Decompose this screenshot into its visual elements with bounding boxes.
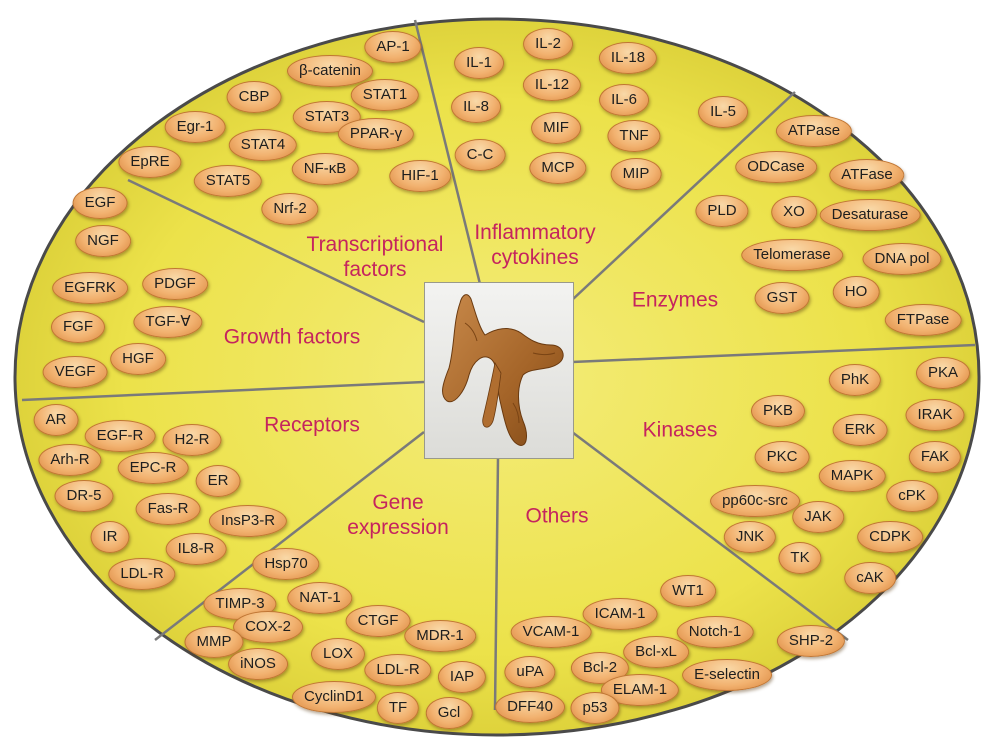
target-pill-mcp: MCP: [529, 152, 586, 184]
target-pill-arh-r: Arh-R: [38, 444, 101, 476]
target-pill-dna-pol: DNA pol: [862, 243, 941, 275]
target-pill-irak: IRAK: [905, 399, 964, 431]
target-pill-nrf-2: Nrf-2: [261, 193, 318, 225]
target-pill-shp-2: SHP-2: [777, 625, 845, 657]
target-pill-atpase: ATPase: [776, 115, 852, 147]
target-pill-nat-1: NAT-1: [287, 582, 352, 614]
target-pill-ctgf: CTGF: [346, 605, 411, 637]
target-pill-telomerase: Telomerase: [741, 239, 843, 271]
target-pill-desaturase: Desaturase: [820, 199, 921, 231]
target-pill-il-2: IL-2: [523, 28, 573, 60]
target-pill-jak: JAK: [792, 501, 844, 533]
target-pill-cox-2: COX-2: [233, 611, 303, 643]
target-pill-jnk: JNK: [724, 521, 776, 553]
target-pill-mdr-1: MDR-1: [404, 620, 476, 652]
target-pill-stat5: STAT5: [194, 165, 262, 197]
target-pill-tk: TK: [778, 542, 821, 574]
target-pill-ldl-r: LDL-R: [108, 558, 175, 590]
target-pill-fak: FAK: [909, 441, 961, 473]
target-pill-vegf: VEGF: [43, 356, 108, 388]
target-pill-p53: p53: [570, 692, 619, 724]
target-pill-cdpk: CDPK: [857, 521, 923, 553]
target-pill-iap: IAP: [438, 661, 486, 693]
target-pill-pdgf: PDGF: [142, 268, 208, 300]
target-pill-il-18: IL-18: [599, 42, 657, 74]
target-pill-h2-r: H2-R: [162, 424, 221, 456]
target-pill-ngf: NGF: [75, 225, 131, 257]
target-pill-cak: cAK: [844, 562, 896, 594]
target-pill-vcam-1: VCAM-1: [511, 616, 592, 648]
sector-label-enzymes: Enzymes: [580, 288, 770, 313]
target-pill-gcl: Gcl: [426, 697, 473, 729]
target-pill-icam-1: ICAM-1: [583, 598, 658, 630]
target-pill-upa: uPA: [504, 656, 555, 688]
target-pill-e-selectin: E-selectin: [682, 659, 772, 691]
target-pill-il8-r: IL8-R: [166, 533, 227, 565]
target-pill-il-6: IL-6: [599, 84, 649, 116]
target-pill-hsp70: Hsp70: [252, 548, 319, 580]
target-pill-ap-1: AP-1: [364, 31, 421, 63]
target-pill-beta-catenin: β-catenin: [287, 55, 373, 87]
target-pill-ppar-gamma: PPAR-γ: [338, 118, 414, 150]
target-pill-erk: ERK: [833, 414, 888, 446]
target-pill-cbp: CBP: [227, 81, 282, 113]
target-pill-egf-r: EGF-R: [85, 420, 156, 452]
target-pill-ir: IR: [91, 521, 130, 553]
target-pill-tf: TF: [377, 692, 419, 724]
target-pill-pkc: PKC: [755, 441, 810, 473]
target-pill-cyclind1: CyclinD1: [292, 681, 376, 713]
target-pill-xo: XO: [771, 196, 817, 228]
target-pill-egf: EGF: [73, 187, 128, 219]
sector-label-kinases: Kinases: [585, 418, 775, 443]
target-pill-fgf: FGF: [51, 311, 105, 343]
target-pill-mif: MIF: [531, 112, 581, 144]
target-pill-pka: PKA: [916, 357, 970, 389]
target-pill-il-12: IL-12: [523, 69, 581, 101]
target-pill-notch-1: Notch-1: [677, 616, 754, 648]
target-pill-atfase: ATFase: [829, 159, 904, 191]
target-pill-tgf-a: TGF-∀: [133, 306, 202, 338]
center-image-box: [424, 282, 574, 459]
target-pill-dff40: DFF40: [495, 691, 565, 723]
target-pill-pp60c-src: pp60c-src: [710, 485, 800, 517]
target-pill-dr-5: DR-5: [54, 480, 113, 512]
target-pill-ho: HO: [833, 276, 880, 308]
sector-label-receptors: Receptors: [217, 413, 407, 438]
target-pill-epc-r: EPC-R: [118, 452, 189, 484]
target-pill-c-c: C-C: [455, 139, 506, 171]
target-pill-ar: AR: [34, 404, 79, 436]
target-pill-cpk: cPK: [886, 480, 938, 512]
target-pill-odcase: ODCase: [735, 151, 817, 183]
target-pill-mip: MIP: [611, 158, 662, 190]
target-pill-egr-1: Egr-1: [165, 111, 226, 143]
target-pill-pld: PLD: [695, 195, 748, 227]
target-pill-stat4: STAT4: [229, 129, 297, 161]
target-pill-er: ER: [196, 465, 241, 497]
turmeric-root-icon: [425, 283, 573, 458]
target-pill-ldl-r: LDL-R: [364, 654, 431, 686]
target-pill-inos: iNOS: [228, 648, 288, 680]
target-pill-mapk: MAPK: [819, 460, 886, 492]
target-pill-ftpase: FTPase: [885, 304, 962, 336]
target-pill-il-8: IL-8: [451, 91, 501, 123]
sector-label-growth: Growth factors: [197, 325, 387, 350]
target-pill-lox: LOX: [311, 638, 365, 670]
target-pill-nf-kappab: NF-κB: [292, 153, 359, 185]
target-pill-hif-1: HIF-1: [389, 160, 451, 192]
target-pill-stat1: STAT1: [351, 79, 419, 111]
target-pill-hgf: HGF: [110, 343, 166, 375]
target-pill-il-1: IL-1: [454, 47, 504, 79]
target-pill-bcl-xl: Bcl-xL: [623, 636, 689, 668]
target-pill-insp3-r: InsP3-R: [209, 505, 287, 537]
target-pill-tnf: TNF: [607, 120, 660, 152]
target-pill-wt1: WT1: [660, 575, 716, 607]
target-pill-epre: EpRE: [118, 146, 181, 178]
target-pill-il-5: IL-5: [698, 96, 748, 128]
target-pill-egfrk: EGFRK: [52, 272, 128, 304]
target-pill-phk: PhK: [829, 364, 881, 396]
target-pill-fas-r: Fas-R: [136, 493, 201, 525]
